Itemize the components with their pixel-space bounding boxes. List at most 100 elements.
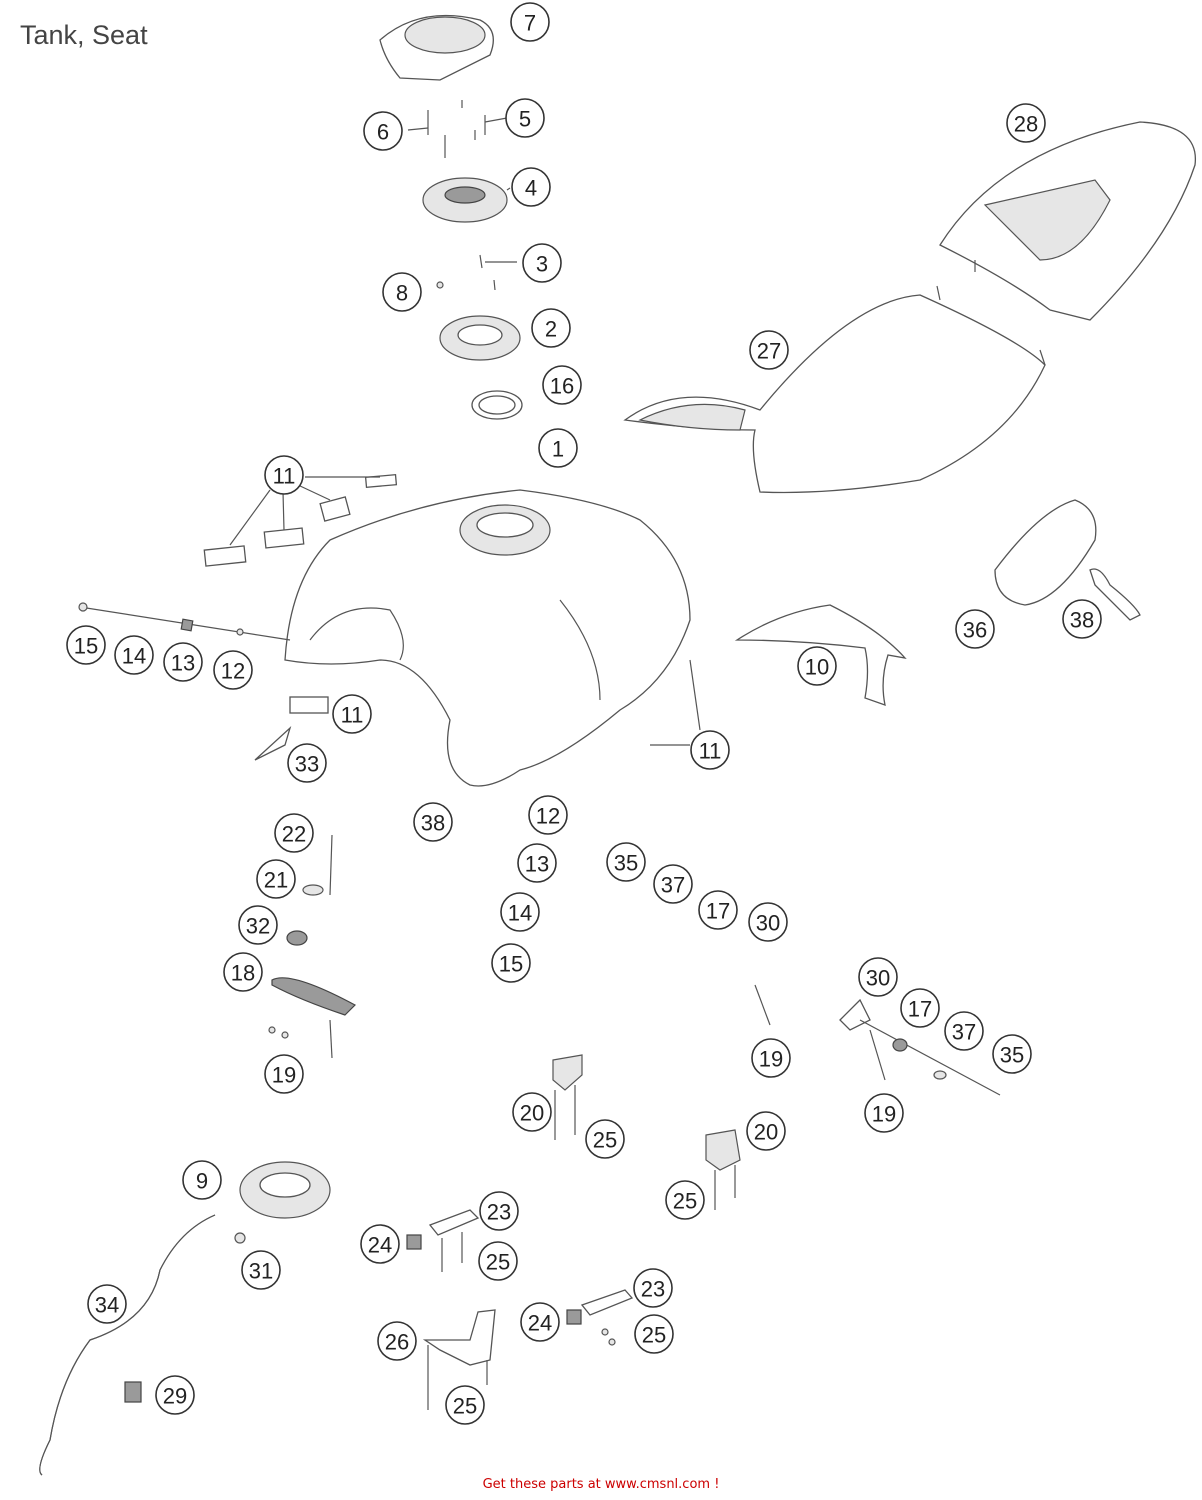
callout-number: 14 — [508, 901, 532, 926]
callout-c4[interactable]: 4 — [511, 167, 551, 207]
callout-number: 38 — [421, 811, 445, 836]
callout-c30b[interactable]: 30 — [858, 957, 898, 997]
callout-c25a[interactable]: 25 — [585, 1119, 625, 1159]
callout-c13a[interactable]: 13 — [163, 642, 203, 682]
callout-c3[interactable]: 3 — [522, 243, 562, 283]
callout-circle — [287, 743, 327, 783]
callout-number: 12 — [536, 804, 560, 829]
callout-circle — [238, 905, 278, 945]
callout-circle — [505, 98, 545, 138]
callout-c37b[interactable]: 37 — [944, 1011, 984, 1051]
callout-c35b[interactable]: 35 — [992, 1034, 1032, 1074]
callout-c20a[interactable]: 20 — [512, 1092, 552, 1132]
callout-c25d[interactable]: 25 — [634, 1314, 674, 1354]
part-cover — [379, 14, 494, 81]
callout-circle — [332, 694, 372, 734]
callout-c25e[interactable]: 25 — [445, 1385, 485, 1425]
callout-circle — [797, 646, 837, 686]
callout-c16[interactable]: 16 — [542, 365, 582, 405]
callout-number: 24 — [368, 1233, 392, 1258]
callout-number: 9 — [196, 1169, 208, 1194]
callout-c13b[interactable]: 13 — [517, 843, 557, 883]
callout-c26[interactable]: 26 — [377, 1321, 417, 1361]
callout-c11a[interactable]: 11 — [264, 455, 304, 495]
callout-c6[interactable]: 6 — [363, 111, 403, 151]
callout-c20b[interactable]: 20 — [746, 1111, 786, 1151]
callout-c32[interactable]: 32 — [238, 905, 278, 945]
callout-c24a[interactable]: 24 — [360, 1224, 400, 1264]
callout-c15b[interactable]: 15 — [491, 943, 531, 983]
part-fuel-tank — [284, 489, 691, 787]
callout-c14b[interactable]: 14 — [500, 892, 540, 932]
callout-number: 2 — [545, 317, 557, 342]
callout-c11c[interactable]: 11 — [690, 730, 730, 770]
callout-circle — [264, 1054, 304, 1094]
callout-c18[interactable]: 18 — [223, 952, 263, 992]
callout-number: 20 — [520, 1101, 544, 1126]
callout-c33[interactable]: 33 — [287, 743, 327, 783]
callout-c24b[interactable]: 24 — [520, 1302, 560, 1342]
callout-c35a[interactable]: 35 — [606, 842, 646, 882]
callout-c30a[interactable]: 30 — [748, 902, 788, 942]
callout-c10[interactable]: 10 — [797, 646, 837, 686]
callout-circle — [1006, 103, 1046, 143]
callout-circle — [634, 1314, 674, 1354]
callout-circle — [264, 455, 304, 495]
callout-c17b[interactable]: 17 — [900, 988, 940, 1028]
callout-circle — [163, 642, 203, 682]
callout-circle — [479, 1191, 519, 1231]
callout-c12b[interactable]: 12 — [528, 795, 568, 835]
parts-artwork — [39, 14, 1196, 1476]
callout-c19b[interactable]: 19 — [751, 1038, 791, 1078]
callout-c1[interactable]: 1 — [538, 428, 578, 468]
callout-c5[interactable]: 5 — [505, 98, 545, 138]
callout-c8[interactable]: 8 — [382, 272, 422, 312]
callout-circle — [748, 902, 788, 942]
callout-number: 26 — [385, 1330, 409, 1355]
callout-number: 14 — [122, 644, 146, 669]
part-pump-hose — [39, 1161, 331, 1476]
callout-c28[interactable]: 28 — [1006, 103, 1046, 143]
callout-number: 3 — [536, 252, 548, 277]
callout-c23b[interactable]: 23 — [633, 1268, 673, 1308]
callout-c25c[interactable]: 25 — [478, 1241, 518, 1281]
callout-c15a[interactable]: 15 — [66, 625, 106, 665]
callout-c36[interactable]: 36 — [955, 609, 995, 649]
callout-number: 24 — [528, 1311, 552, 1336]
callout-c38b[interactable]: 38 — [413, 802, 453, 842]
footer-link[interactable]: Get these parts at www.cmsnl.com ! — [482, 1477, 720, 1492]
part-decals — [203, 474, 701, 746]
callout-c14a[interactable]: 14 — [114, 635, 154, 675]
callout-c12a[interactable]: 12 — [213, 650, 253, 690]
callout-c11b[interactable]: 11 — [332, 694, 372, 734]
callout-circle — [542, 365, 582, 405]
callout-c21[interactable]: 21 — [256, 859, 296, 899]
callout-number: 18 — [231, 961, 255, 986]
callout-c25b[interactable]: 25 — [665, 1180, 705, 1220]
callout-number: 19 — [272, 1063, 296, 1088]
callout-c19a[interactable]: 19 — [264, 1054, 304, 1094]
callout-number: 5 — [519, 107, 531, 132]
callout-number: 13 — [525, 852, 549, 877]
callout-c38a[interactable]: 38 — [1062, 599, 1102, 639]
callout-c7[interactable]: 7 — [510, 2, 550, 42]
callout-c27[interactable]: 27 — [749, 330, 789, 370]
callout-c17a[interactable]: 17 — [698, 890, 738, 930]
callout-c2[interactable]: 2 — [531, 308, 571, 348]
callout-c22[interactable]: 22 — [274, 813, 314, 853]
part-wedge — [254, 725, 292, 761]
part-flange — [439, 315, 521, 361]
part-strap — [1089, 568, 1141, 621]
callout-c34[interactable]: 34 — [87, 1284, 127, 1324]
callout-circle — [749, 330, 789, 370]
callout-c29[interactable]: 29 — [155, 1375, 195, 1415]
callout-c31[interactable]: 31 — [241, 1250, 281, 1290]
callout-c23a[interactable]: 23 — [479, 1191, 519, 1231]
callout-c37a[interactable]: 37 — [653, 864, 693, 904]
callout-c19c[interactable]: 19 — [864, 1093, 904, 1133]
callout-number: 17 — [908, 997, 932, 1022]
callout-number: 32 — [246, 914, 270, 939]
callout-c9[interactable]: 9 — [182, 1160, 222, 1200]
callout-circle — [955, 609, 995, 649]
